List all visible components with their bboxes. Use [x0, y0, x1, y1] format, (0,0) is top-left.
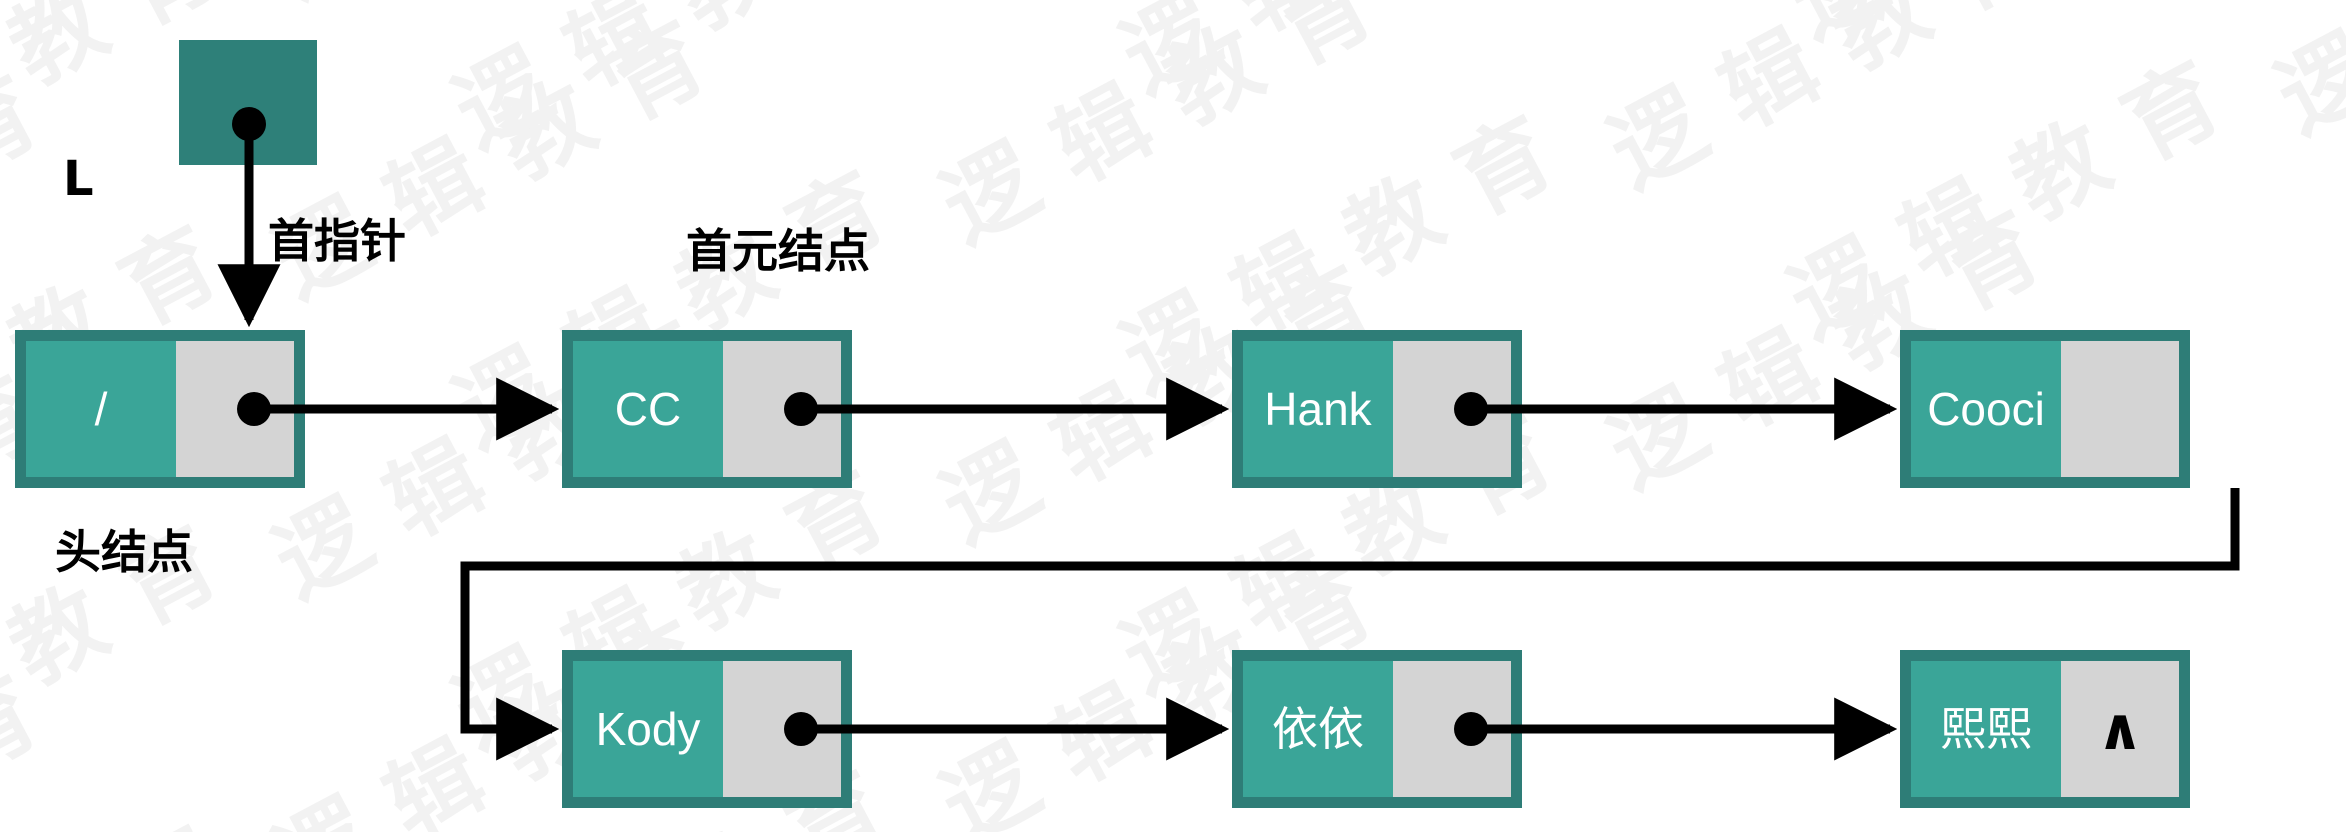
- node-pointer-cell: [176, 341, 294, 477]
- node-value: 熙熙: [1940, 703, 2032, 755]
- node-pointer-cell: [1393, 341, 1511, 477]
- list-node-kody[interactable]: Kody: [562, 650, 852, 808]
- node-data-cell: Hank: [1243, 341, 1393, 477]
- node-pointer-cell: ∧: [2061, 661, 2179, 797]
- pointer-variable-label: L: [63, 151, 94, 207]
- node-data-cell: Cooci: [1911, 341, 2061, 477]
- node-value: Hank: [1264, 383, 1372, 435]
- node-pointer-cell: [723, 661, 841, 797]
- head-node-label: 头结点: [55, 525, 193, 579]
- list-node-hank[interactable]: Hank: [1232, 330, 1522, 488]
- list-node-cooci[interactable]: Cooci: [1900, 330, 2190, 488]
- pointer-variable-box: [179, 40, 317, 165]
- node-data-cell: 熙熙: [1911, 661, 2061, 797]
- list-node-yiyi[interactable]: 依依: [1232, 650, 1522, 808]
- node-value: Cooci: [1927, 383, 2045, 435]
- first-element-node-label: 首元结点: [686, 224, 870, 278]
- node-value: 依依: [1272, 703, 1364, 755]
- list-node-xixi[interactable]: 熙熙 ∧: [1900, 650, 2190, 808]
- list-node-head[interactable]: /: [15, 330, 305, 488]
- node-value: CC: [614, 383, 682, 435]
- node-value: Kody: [595, 703, 701, 755]
- head-pointer-label: 首指针: [268, 214, 406, 268]
- node-data-cell: Kody: [573, 661, 723, 797]
- null-pointer-symbol: ∧: [2096, 695, 2144, 763]
- node-pointer-cell: [723, 341, 841, 477]
- node-data-cell: 依依: [1243, 661, 1393, 797]
- node-value: /: [94, 383, 108, 435]
- node-pointer-cell: [1393, 661, 1511, 797]
- node-pointer-cell: [2061, 341, 2179, 477]
- list-node-cc[interactable]: CC: [562, 330, 852, 488]
- node-data-cell: CC: [573, 341, 723, 477]
- node-data-cell: /: [26, 341, 176, 477]
